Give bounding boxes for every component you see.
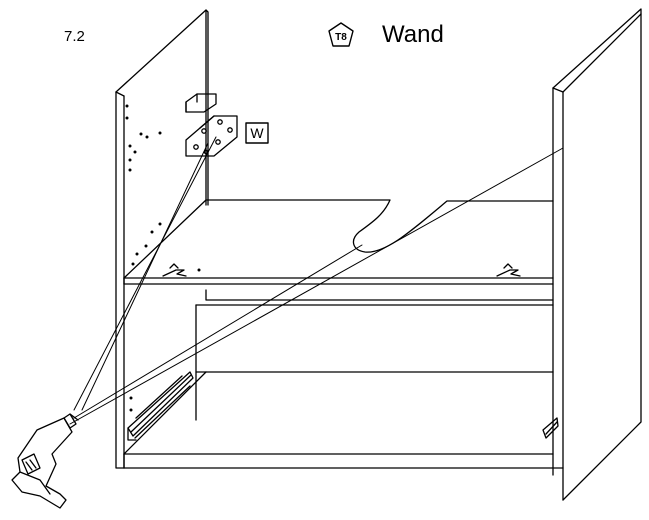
shelf-panel: [123, 199, 554, 285]
back-panel: [195, 289, 554, 421]
shelf-support-right: [496, 263, 521, 277]
left-side-panel: [115, 9, 209, 469]
pentagon-badge-icon: [328, 22, 354, 47]
right-side-panel: [552, 8, 642, 501]
fitting-label-box: [245, 122, 269, 144]
base-panel: [123, 371, 564, 469]
drill-guide-lines: [69, 136, 564, 425]
mounting-plate: [185, 115, 238, 157]
fitting-label: W: [250, 125, 264, 141]
section-title: Wand: [382, 21, 444, 48]
left-panel-holes: [125, 104, 201, 412]
drawer-runner-left: [127, 371, 194, 441]
power-drill-icon: [11, 413, 79, 509]
step-number: 7.2: [64, 28, 85, 45]
tool-badge-label: T8: [335, 32, 347, 43]
drawer-runner-right: [542, 417, 559, 439]
hinge-bracket: [185, 93, 217, 113]
shelf-support-left: [162, 263, 187, 277]
